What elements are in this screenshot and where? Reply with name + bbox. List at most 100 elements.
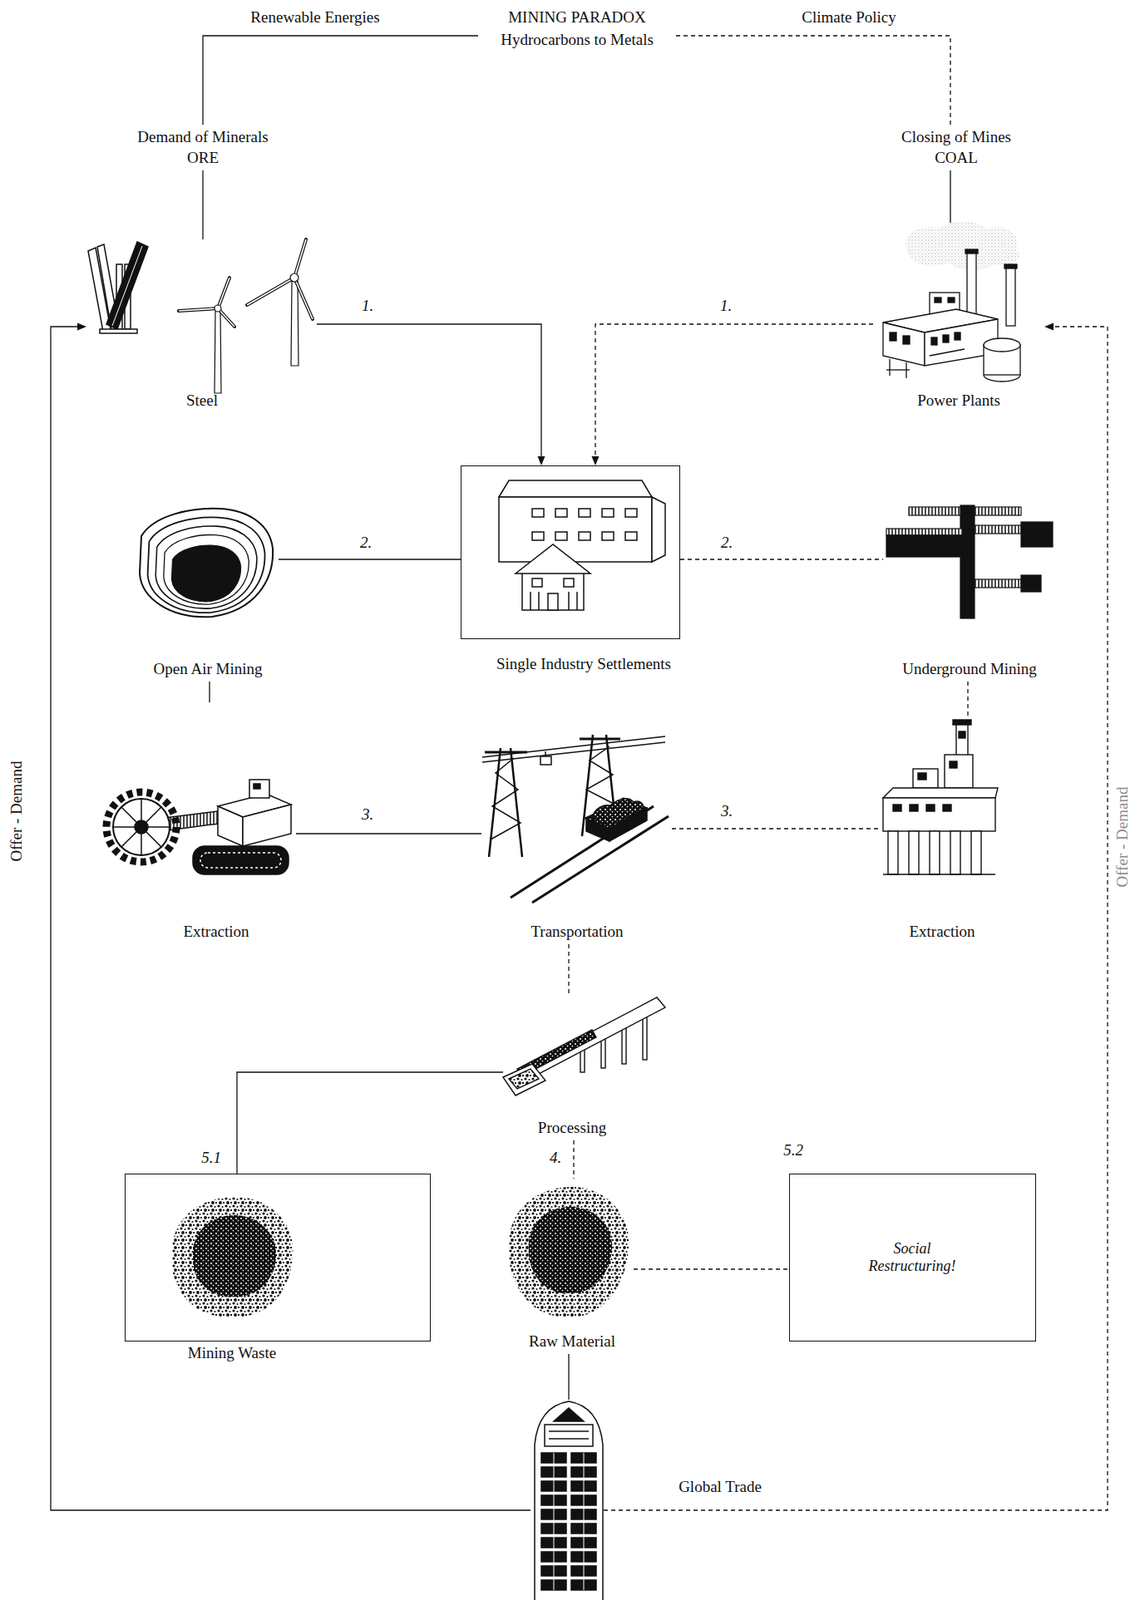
node-label: Open Air Mining — [153, 660, 263, 679]
connector-line — [949, 170, 951, 223]
callout-number: 2. — [718, 533, 736, 553]
open-pit-mine — [139, 508, 273, 617]
processing-plant-part — [893, 804, 902, 812]
cargo-ship-part — [544, 1425, 593, 1447]
connector — [568, 1354, 570, 1401]
text-node: Demand of MineralsORE — [132, 124, 273, 171]
power-plant-part — [931, 337, 938, 346]
connector-line — [603, 326, 1108, 1511]
wind-turbine-part — [246, 277, 295, 306]
open-pit-mine-part — [155, 526, 257, 609]
wind-turbine-part — [217, 277, 230, 309]
bucket-wheel-excavator-part — [217, 806, 243, 847]
processing-plant-part — [883, 788, 998, 799]
cable-transport-part — [540, 756, 552, 765]
connector — [278, 559, 461, 561]
connector — [676, 35, 951, 125]
node-label: Mining Waste — [187, 1344, 277, 1363]
underground-mine-part — [1021, 575, 1042, 593]
settlement-house-part — [602, 508, 614, 518]
cargo-ship-part — [548, 1438, 589, 1441]
connector-line — [316, 324, 542, 457]
cargo-ship-part — [583, 1453, 585, 1591]
processing-plant-part — [909, 804, 918, 812]
open-pit-mine-part — [139, 508, 273, 617]
connector — [633, 1269, 790, 1271]
wind-turbine-part — [217, 277, 230, 309]
connector — [668, 829, 879, 830]
connector-line — [50, 326, 531, 1511]
settlement-house-part — [537, 592, 540, 611]
connector-line — [633, 1268, 790, 1270]
settlement-box: Single Industry Settlements — [460, 465, 681, 640]
connector — [603, 323, 1108, 1512]
settlement-house-part — [555, 508, 568, 518]
settlement-house-part — [515, 544, 591, 574]
wind-turbine — [178, 239, 313, 394]
settlement-house-part — [522, 572, 584, 611]
settlement-house-part — [578, 508, 591, 518]
cargo-ship-part — [553, 1453, 555, 1591]
cable-transport-part — [510, 748, 523, 858]
connector-line — [572, 1140, 574, 1180]
connector — [568, 944, 570, 994]
wind-turbine-part — [214, 305, 222, 312]
connector-line — [668, 828, 879, 830]
icon-node: Open Air Mining — [135, 505, 279, 682]
bucket-wheel-excavator-part — [134, 820, 149, 834]
open-pit-mine-part — [148, 517, 266, 613]
arrow-head — [537, 456, 546, 466]
power-plant-part — [967, 251, 977, 322]
node-label: Global Trade — [678, 1478, 762, 1497]
node-label: COAL — [934, 148, 978, 168]
power-plant-part — [1006, 266, 1016, 326]
node-label: Closing of Mines — [901, 128, 1012, 147]
processing-plant-part — [971, 831, 982, 875]
steel-beams-part — [99, 329, 138, 334]
cable-transport-part — [532, 816, 669, 904]
callout-number: 1. — [717, 296, 735, 316]
node-label: Social Restructuring! — [868, 1240, 957, 1275]
underground-mine — [886, 505, 1053, 619]
steel-beams-part — [112, 246, 143, 326]
node-label: Underground Mining — [902, 660, 1037, 679]
processing-plant-part — [950, 831, 961, 875]
power-plant-part — [947, 297, 955, 303]
node-label: Steel — [186, 391, 218, 410]
power-plant-part — [929, 349, 965, 356]
arrow-head — [1044, 323, 1054, 331]
connector-line — [236, 1072, 504, 1175]
icon-node: Steel — [86, 239, 317, 414]
cable-transport — [482, 735, 669, 904]
power-plant-part — [1004, 264, 1017, 269]
waste-box: Mining Waste — [124, 1174, 431, 1343]
connector-line — [595, 324, 874, 457]
icon-node: Extraction — [878, 719, 1012, 945]
connector-line — [967, 681, 968, 720]
bucket-wheel-excavator — [106, 779, 292, 875]
icon-node: Processing — [503, 993, 670, 1141]
underground-mine-part — [886, 528, 963, 536]
node-label: Raw Material — [528, 1332, 616, 1352]
cargo-ship-part — [553, 1408, 584, 1422]
mining-waste-heap — [172, 1197, 294, 1318]
settlement-house-part — [532, 532, 544, 541]
node-label: Extraction — [908, 922, 975, 942]
bucket-wheel-excavator-part — [192, 846, 289, 875]
open-pit-mine-part — [163, 535, 249, 606]
bucket-wheel-excavator-part — [249, 779, 270, 799]
cable-transport-part — [510, 806, 654, 899]
edge-label: Renewable Energies — [247, 8, 382, 27]
power-plant-part — [886, 369, 910, 371]
callout-number: 3. — [718, 802, 736, 821]
connector — [202, 170, 204, 240]
node-label: Processing — [537, 1119, 607, 1138]
raw-material-heap-part — [508, 1187, 629, 1318]
bucket-wheel-excavator-part — [253, 784, 261, 790]
steel-beams — [88, 241, 149, 334]
power-plant-part — [934, 297, 942, 303]
raw-material-heap-part — [528, 1207, 612, 1294]
wind-turbine-part — [294, 277, 313, 320]
processing-plant-part — [917, 773, 927, 780]
processing-plant-part — [949, 761, 958, 769]
